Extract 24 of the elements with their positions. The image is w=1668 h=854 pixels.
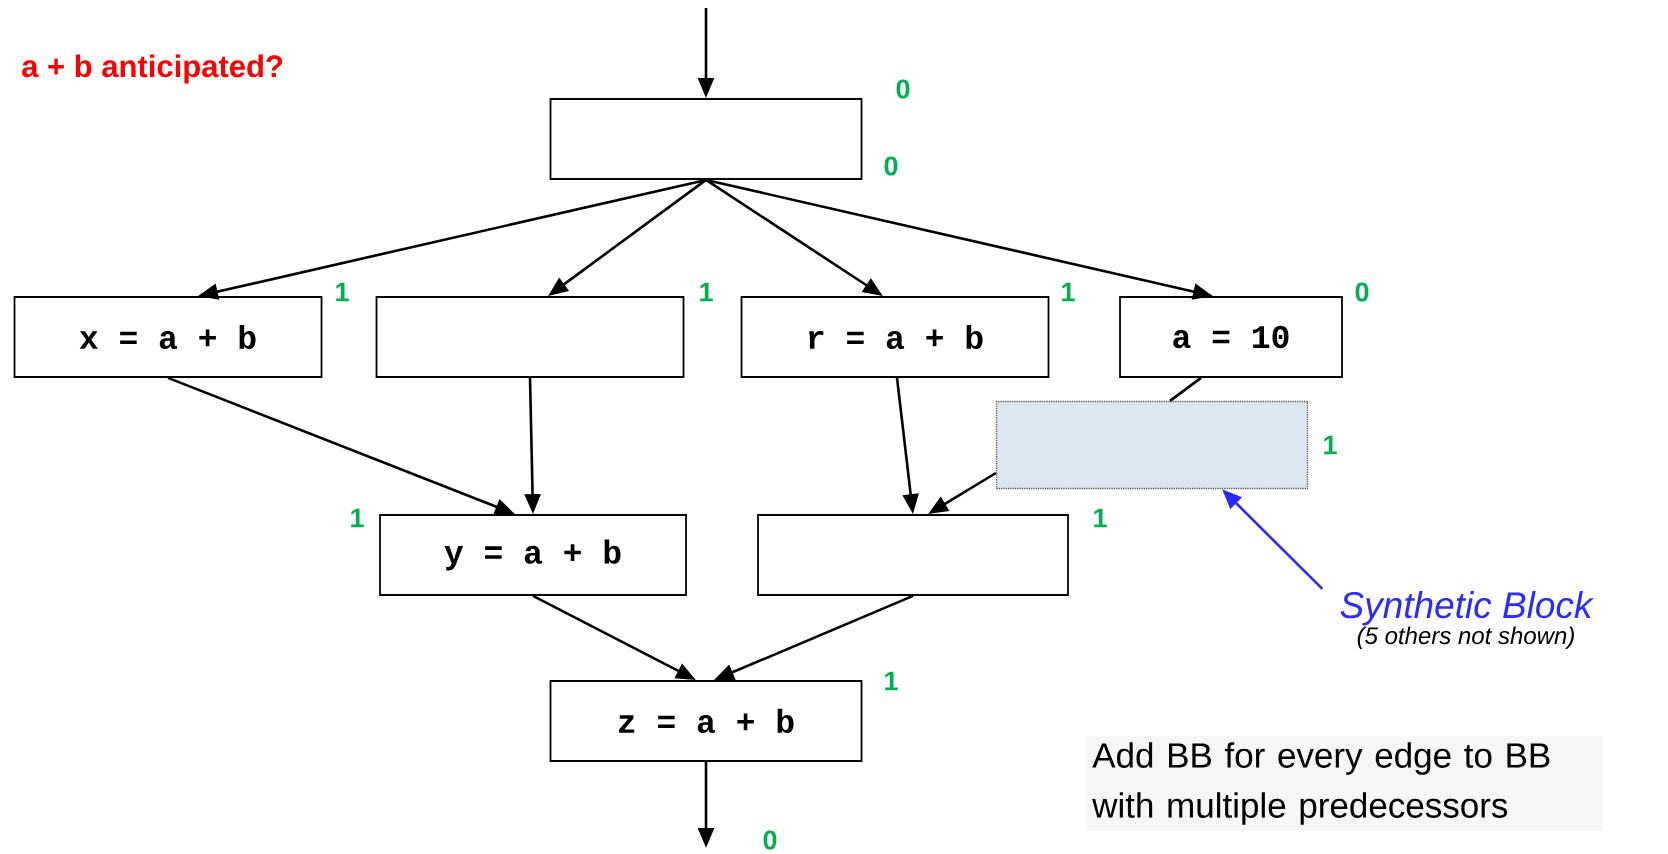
value-number: 0 (763, 830, 777, 850)
heading: a + b anticipated? (22, 54, 283, 84)
value-number: 1 (336, 282, 349, 302)
synthetic-block (995, 400, 1309, 490)
note-text: Add BB for every edge to BB with multiple predecessors (1086, 736, 1604, 831)
value-number: 1 (351, 508, 364, 528)
value-number: 0 (896, 79, 910, 99)
value-number: 0 (1355, 282, 1369, 302)
code-box: y = a + b (379, 514, 687, 596)
code-box: a = 10 (1119, 296, 1343, 378)
line (1169, 376, 1202, 402)
code-box: x = a + b (13, 296, 323, 378)
callout-text: Synthetic Block (5 others not shown) (1340, 591, 1594, 649)
value-number: 1 (885, 671, 898, 691)
value-number: 1 (1094, 508, 1107, 528)
value-number: 1 (1062, 282, 1075, 302)
value-number: 0 (884, 156, 898, 176)
value-number: 1 (1324, 435, 1337, 455)
code-box: z = a + b (549, 680, 863, 762)
code-box: r = a + b (740, 296, 1050, 378)
empty-box (549, 98, 863, 180)
empty-box (375, 296, 685, 378)
value-number: 1 (700, 282, 713, 302)
empty-box (757, 514, 1069, 596)
